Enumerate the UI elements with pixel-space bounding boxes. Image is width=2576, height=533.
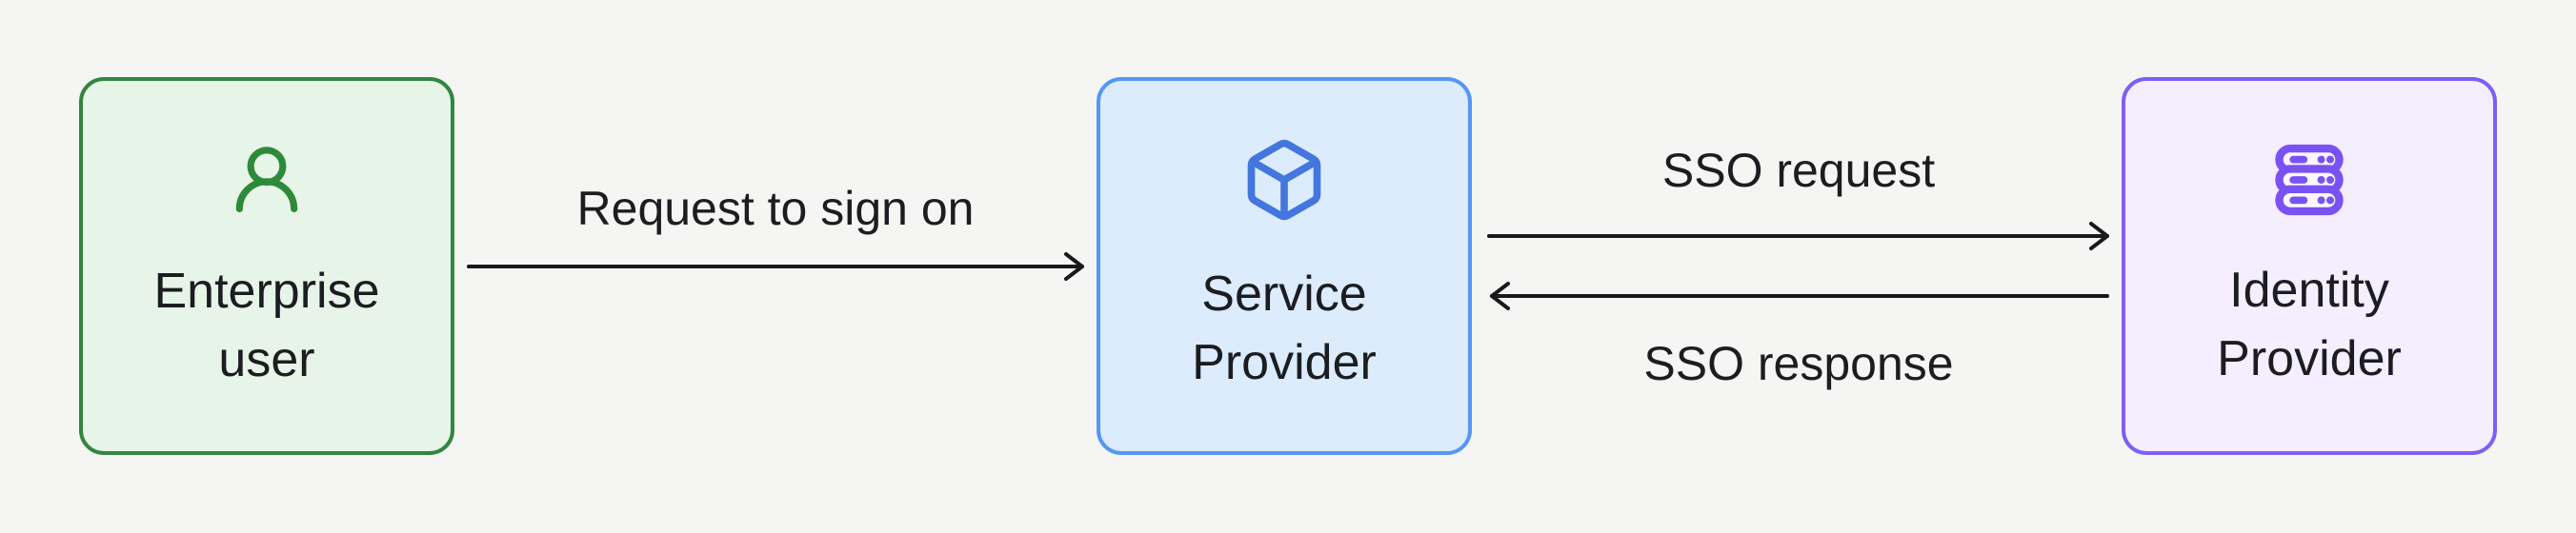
node-label-identity-provider: Identity Provider <box>2217 262 2402 386</box>
sso-response-arrow-head <box>1490 282 1510 310</box>
sso-response-label: SSO response <box>1643 337 1954 390</box>
request-to-sign-on-label: Request to sign on <box>576 182 975 235</box>
node-identity-provider: Identity Provider <box>2122 77 2497 455</box>
node-label-enterprise-user: Enterprise user <box>153 263 380 387</box>
node-service-provider: Service Provider <box>1097 77 1472 455</box>
cube-icon <box>1247 139 1321 220</box>
sso-request-arrow-head <box>2089 222 2109 250</box>
sso-request-label: SSO request <box>1661 144 1936 197</box>
user-icon <box>235 146 298 212</box>
request-to-sign-on-arrow-head <box>1064 252 1084 281</box>
node-enterprise-user: Enterprise user <box>79 77 454 455</box>
server-icon <box>2275 144 2344 215</box>
node-label-service-provider: Service Provider <box>1192 266 1377 390</box>
